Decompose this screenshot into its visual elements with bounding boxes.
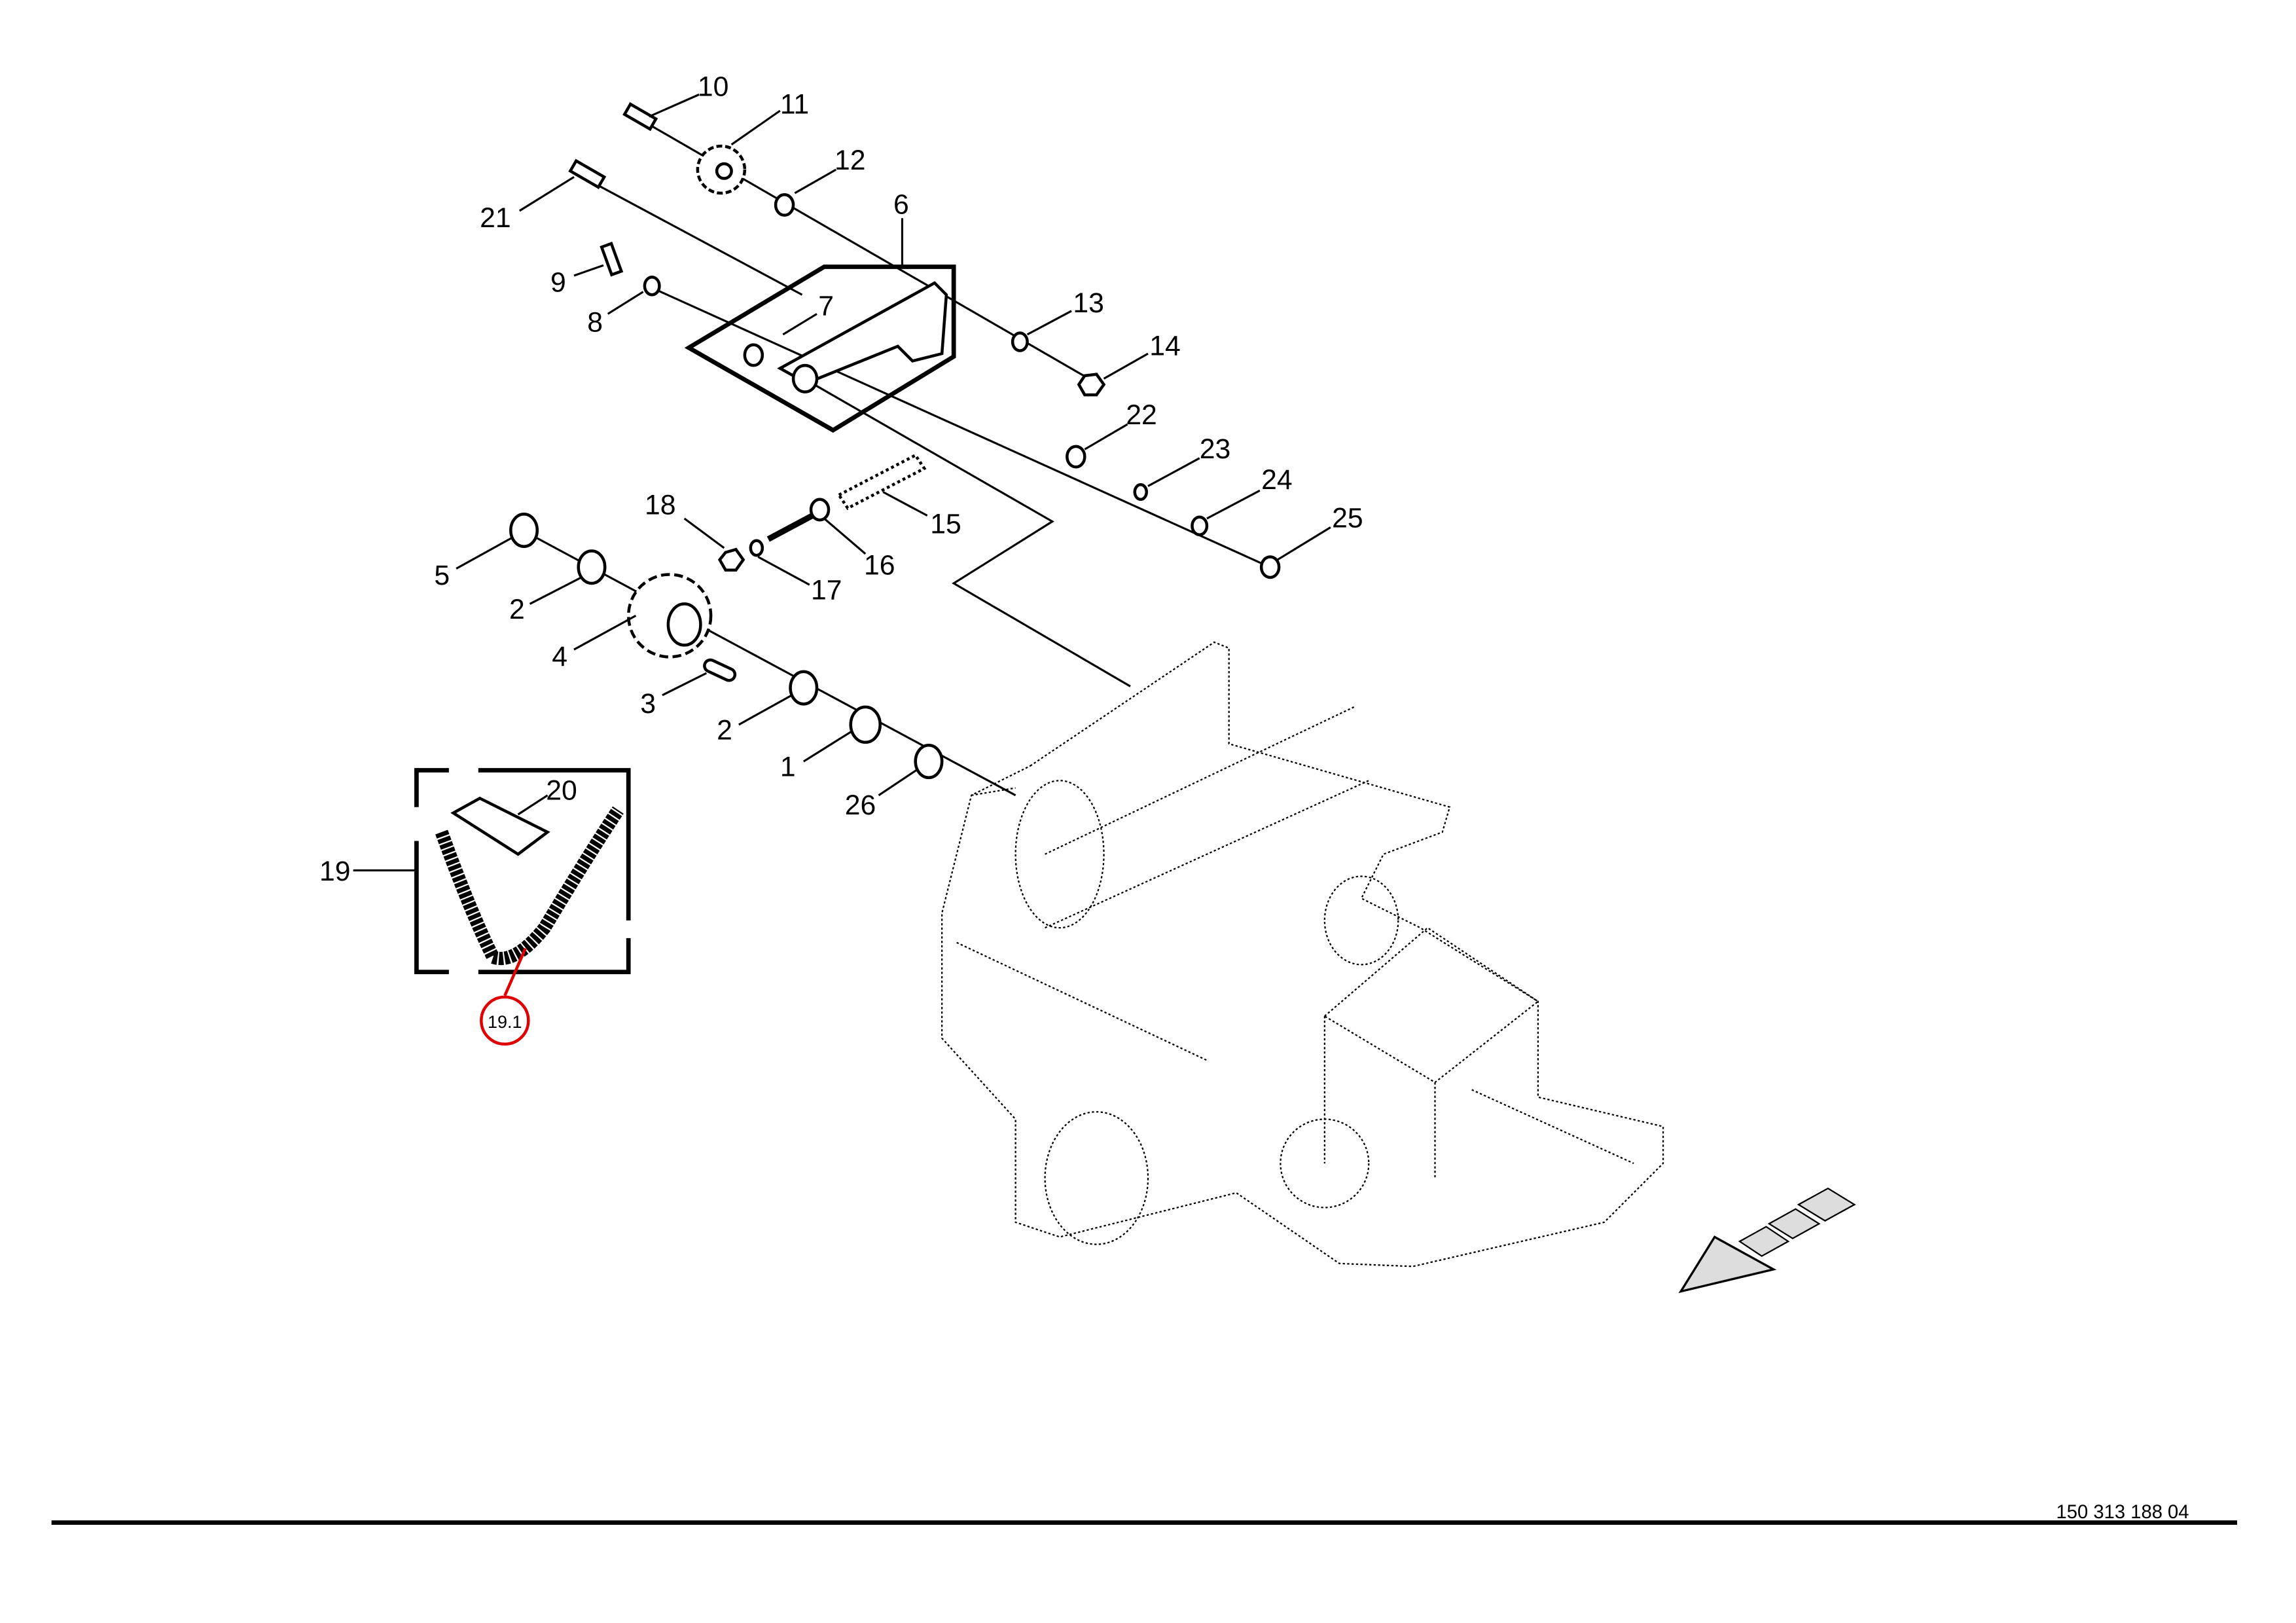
- callout-17[interactable]: 17: [811, 575, 842, 606]
- callout-18[interactable]: 18: [645, 489, 676, 520]
- document-number: 150 313 188 04: [2056, 1502, 2189, 1523]
- callout-23[interactable]: 23: [1200, 433, 1231, 465]
- callout-8[interactable]: 8: [587, 306, 603, 338]
- callout-22[interactable]: 22: [1126, 399, 1157, 431]
- callout-9[interactable]: 9: [550, 267, 566, 299]
- callout-4[interactable]: 4: [552, 641, 567, 672]
- callout-26[interactable]: 26: [845, 790, 876, 821]
- callout-5[interactable]: 5: [434, 560, 450, 591]
- callout-label-19-1: 19.1: [488, 1012, 522, 1032]
- callout-6[interactable]: 6: [893, 189, 909, 221]
- callout-labels: 10 11 12 21 6 9 7 8 13 14 22 23 24 25 18…: [319, 71, 1363, 888]
- callout-14[interactable]: 14: [1149, 330, 1181, 361]
- callout-15[interactable]: 15: [930, 508, 961, 539]
- callout-12[interactable]: 12: [834, 145, 866, 176]
- callout-7[interactable]: 7: [818, 291, 834, 322]
- bracket-plate: [684, 264, 956, 433]
- callout-2a[interactable]: 2: [509, 594, 525, 625]
- chain-kit-box: [353, 768, 631, 974]
- callout-10[interactable]: 10: [698, 71, 729, 103]
- callout-11[interactable]: 11: [780, 89, 809, 120]
- gearbox-housing: [941, 641, 1664, 1267]
- small-parts: [509, 101, 1281, 780]
- callout-13[interactable]: 13: [1073, 287, 1104, 319]
- callout-3[interactable]: 3: [640, 688, 656, 720]
- callout-16[interactable]: 16: [864, 549, 895, 581]
- callout-25[interactable]: 25: [1332, 502, 1363, 534]
- callout-19-1[interactable]: 19.1: [480, 947, 530, 1046]
- direction-arrow-icon: [1678, 1187, 1856, 1294]
- callout-2b[interactable]: 2: [717, 714, 732, 746]
- callout-1[interactable]: 1: [780, 752, 796, 783]
- callout-21[interactable]: 21: [480, 202, 511, 234]
- callout-20[interactable]: 20: [546, 775, 577, 807]
- leader-lines: [456, 93, 1331, 797]
- callout-24[interactable]: 24: [1261, 464, 1293, 496]
- callout-19[interactable]: 19: [319, 856, 351, 887]
